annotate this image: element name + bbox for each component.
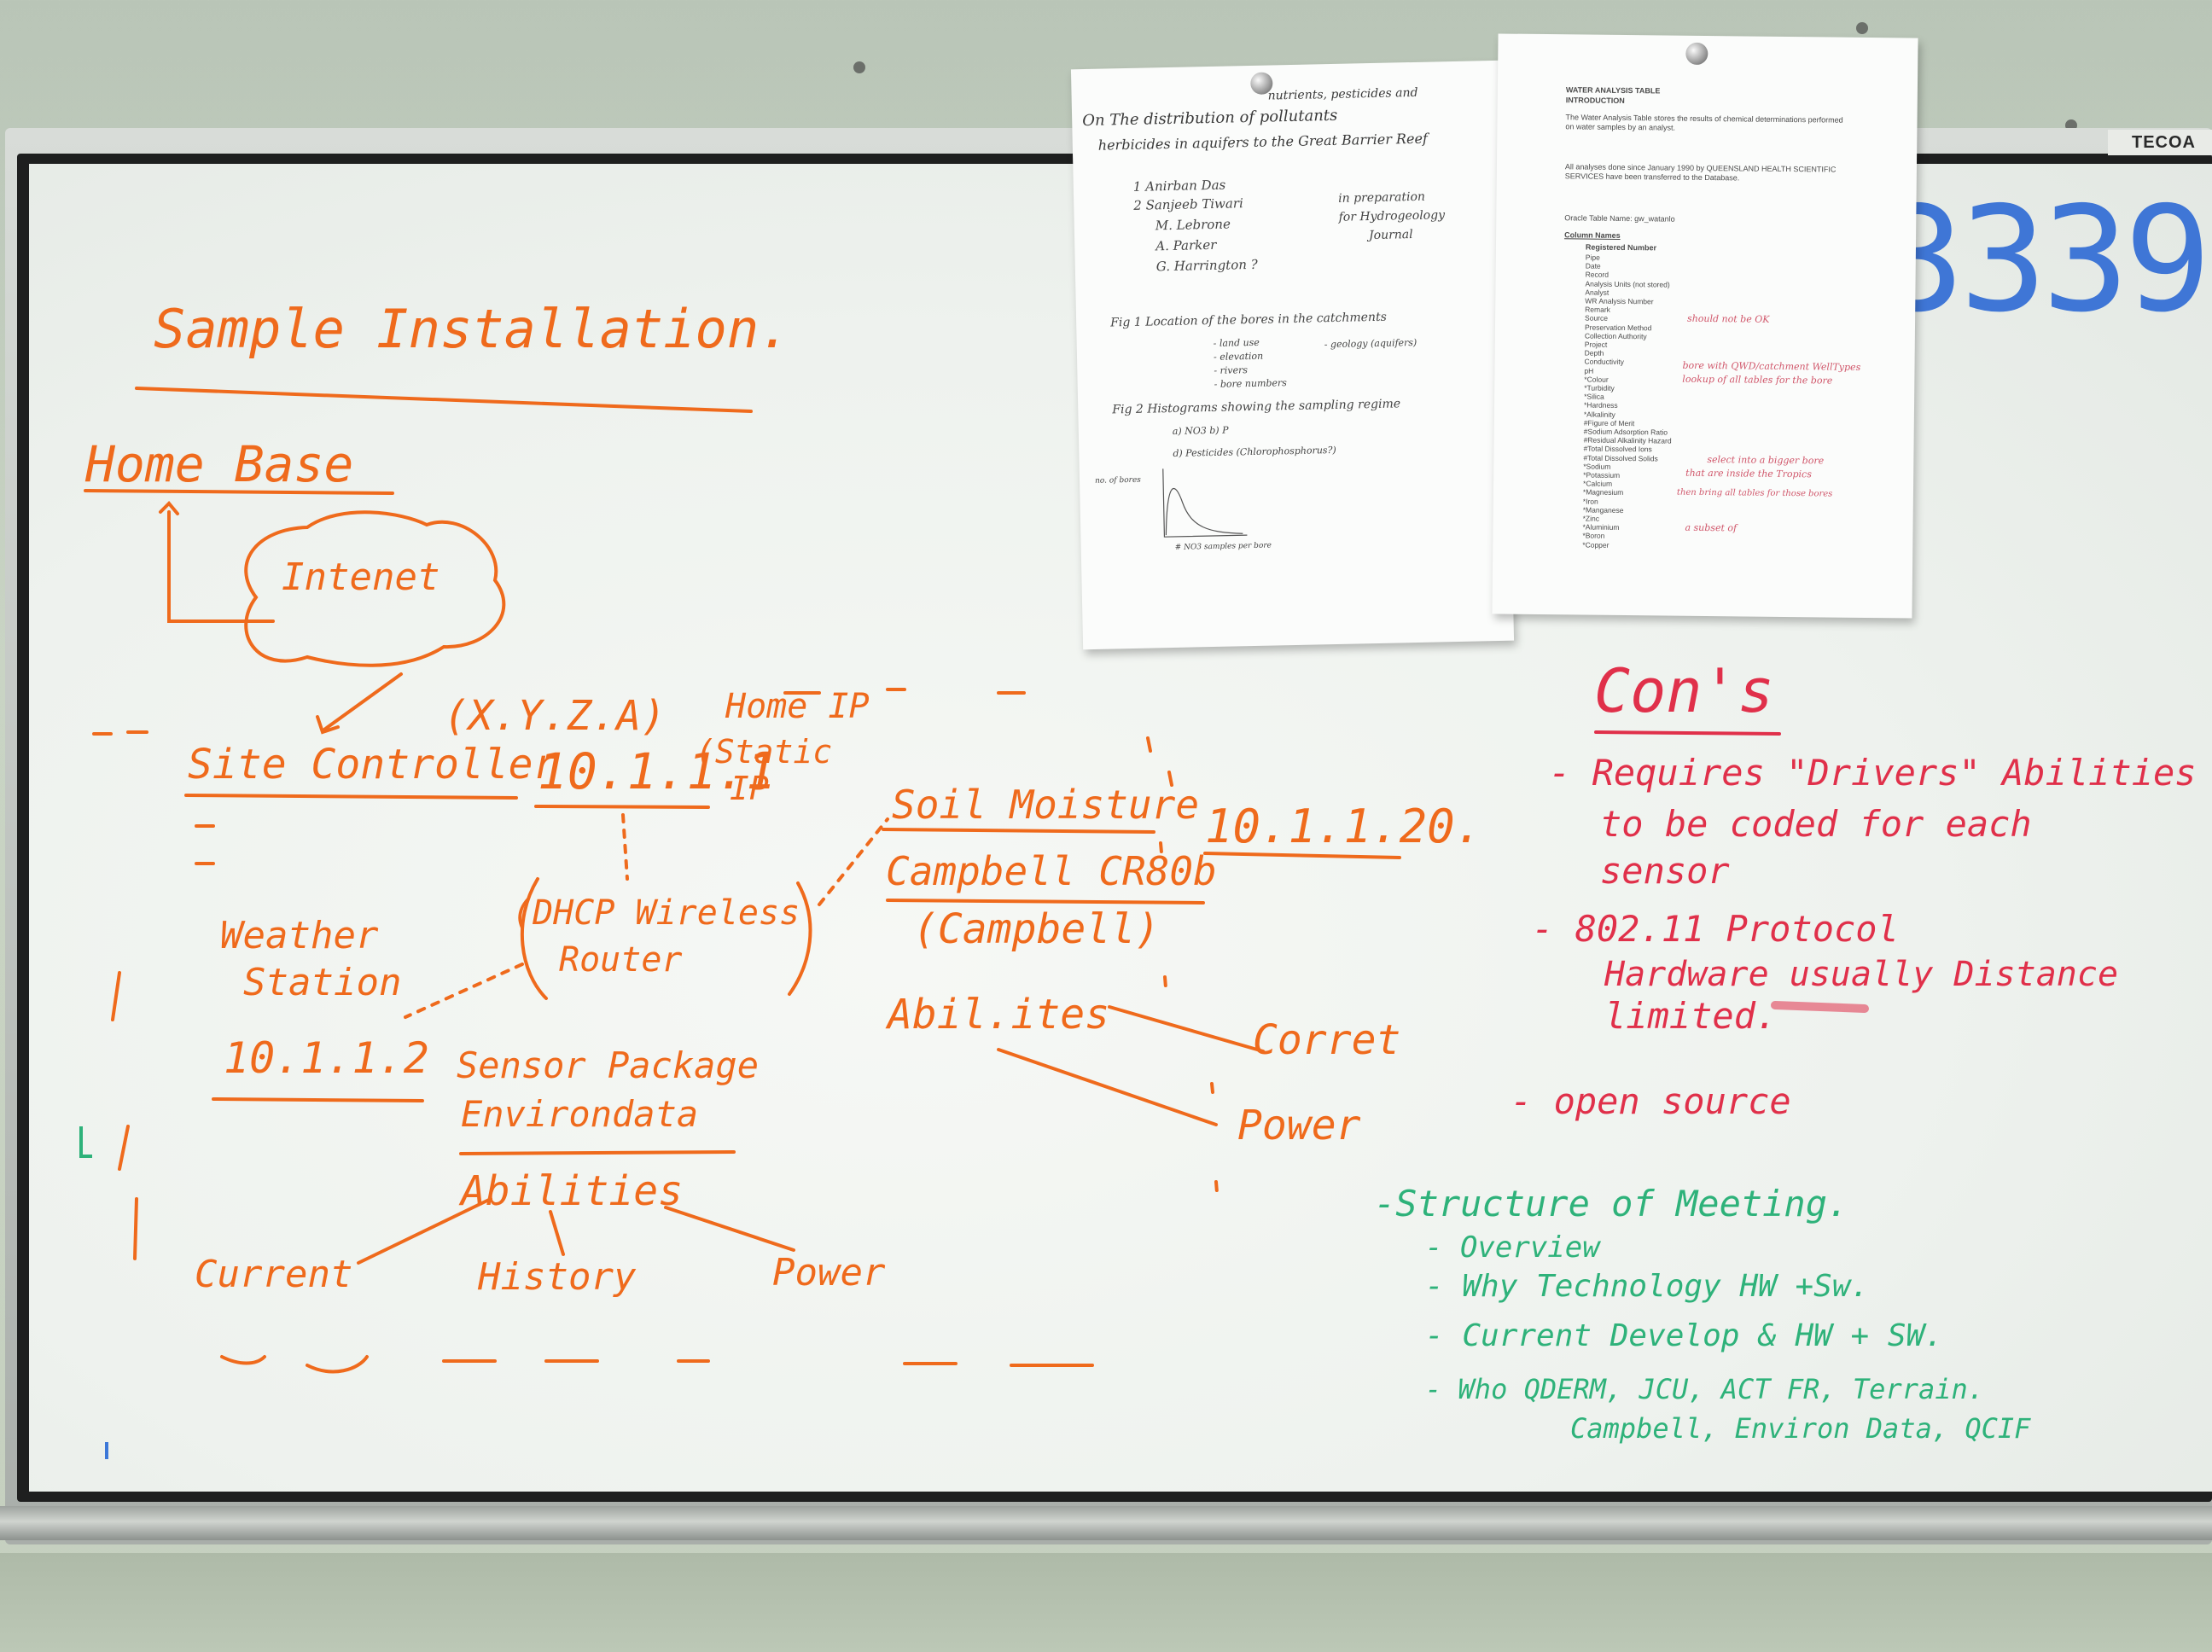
history-label: History — [478, 1255, 637, 1299]
doc-column-item: Registered Number — [1585, 242, 1657, 253]
wall-tack — [1856, 22, 1868, 34]
soil-moisture-label: Soil Moisture — [892, 782, 1200, 828]
paper-fig-item: - bore numbers — [1214, 377, 1288, 390]
doc-paragraph: The Water Analysis Table stores the resu… — [1565, 113, 1843, 132]
doc-red-annotation: should not be OK — [1687, 312, 1770, 325]
paper-author: 2 Sanjeeb Tiwari — [1133, 195, 1243, 213]
cons-item: Hardware usually Distance — [1604, 955, 2119, 994]
paper-fig-item: - land use — [1213, 336, 1260, 349]
static-ip-label: IP — [730, 770, 769, 807]
cons-item: sensor — [1600, 850, 1730, 892]
doc-column-header: Column Names — [1564, 230, 1621, 240]
doc-column-item: *Copper — [1582, 540, 1610, 550]
paper-fig-item: a) NO3 b) P — [1172, 424, 1229, 437]
power-label: Power — [772, 1251, 886, 1294]
paper-axis-label: no. of bores — [1094, 475, 1141, 486]
wall-floor-shadow — [0, 1553, 2212, 1652]
xyza-label: (X.Y.Z.A) — [444, 692, 667, 740]
home-ip-label: Home IP — [725, 687, 870, 726]
campbell-model-label: Campbell CR80b — [886, 848, 1217, 894]
meeting-item: - Who QDERM, JCU, ACT FR, Terrain. — [1425, 1373, 1985, 1405]
weather-ip-label: 10.1.1.2 — [224, 1033, 429, 1083]
meeting-item: - Why Technology HW +Sw. — [1425, 1269, 1870, 1304]
abilities2-label: Abil.ites — [888, 991, 1110, 1038]
doc-oracle-name: Oracle Table Name: gw_watanlo — [1564, 213, 1675, 224]
doc-red-annotation: lookup of all tables for the bore — [1682, 373, 1833, 387]
paper-title-line: nutrients, pesticides and — [1267, 85, 1418, 103]
current-label: Current — [195, 1253, 353, 1296]
cons-item: to be coded for each — [1600, 803, 2032, 845]
doc-red-annotation: a subset of — [1685, 521, 1738, 534]
paper-title-line: herbicides in aquifers to the Great Barr… — [1097, 130, 1429, 154]
paper-fig-item: - elevation — [1213, 350, 1264, 363]
paper-note: in preparation — [1338, 189, 1426, 206]
doc-column-item: Depth — [1584, 348, 1604, 358]
doc-red-annotation: then bring all tables for those bores — [1676, 487, 1833, 499]
cons-item: - open source — [1511, 1080, 1791, 1122]
paper-author: G. Harrington ? — [1155, 256, 1258, 275]
site-controller-label: Site Controller — [188, 741, 558, 788]
doc-red-annotation: bore with QWD/catchment WellTypes — [1682, 359, 1861, 373]
doc-heading: WATER ANALYSIS TABLE — [1565, 85, 1661, 96]
soil-ip-label: 10.1.1.20. — [1205, 800, 1483, 853]
paper-note: for Hydrogeology — [1338, 208, 1446, 224]
campbell-label: (Campbell) — [913, 905, 1160, 953]
pinned-paper-notes: On The distribution of pollutants nutrie… — [1070, 60, 1515, 650]
cons-item: - 802.11 Protocol — [1532, 908, 1899, 950]
doc-column-item: *Iron — [1582, 497, 1598, 506]
sensor-label-1: Sensor Package — [457, 1044, 760, 1086]
paper-author: A. Parker — [1155, 236, 1217, 254]
home-base-label: Home Base — [85, 435, 354, 493]
paper-title-line: On The distribution of pollutants — [1081, 106, 1338, 131]
paper-fig-caption: Fig 1 Location of the bores in the catch… — [1109, 310, 1387, 330]
meeting-title: -Structure of Meeting. — [1374, 1183, 1849, 1224]
big-number: 3339 — [1877, 176, 2211, 345]
doc-red-annotation: that are inside the Tropics — [1685, 467, 1812, 480]
current2-label: Corret — [1253, 1016, 1401, 1064]
internet-label: Intenet — [282, 556, 440, 599]
static-label: (Static — [696, 733, 833, 771]
abilities-label: Abilities — [461, 1167, 684, 1215]
router-label-1: (DHCP Wireless — [512, 893, 800, 933]
power2-label: Power — [1237, 1102, 1361, 1149]
paper-histogram-sketch — [1162, 468, 1248, 538]
cons-title: Con's — [1594, 656, 1774, 726]
pinned-paper-table-doc: WATER ANALYSIS TABLE INTRODUCTION The Wa… — [1492, 33, 1918, 619]
wall-tack — [853, 61, 865, 73]
pushpin-icon — [1685, 42, 1708, 66]
brand-label: TECOA — [2108, 130, 2212, 155]
marker-tray — [0, 1506, 2212, 1540]
doc-column-item: pH — [1584, 366, 1594, 375]
paper-note: Journal — [1368, 228, 1413, 243]
paper-fig-item: d) Pesticides (Chlorophosphorus?) — [1173, 444, 1336, 459]
doc-heading: INTRODUCTION — [1565, 96, 1625, 105]
weather-label-2: Station — [243, 961, 402, 1004]
weather-label-1: Weather — [220, 914, 379, 957]
paper-fig-caption: Fig 2 Histograms showing the sampling re… — [1112, 397, 1401, 417]
sensor-label-2: Environdata — [461, 1093, 699, 1135]
doc-paragraph: All analyses done since January 1990 by … — [1564, 162, 1837, 183]
paper-author: 1 Anirban Das — [1132, 177, 1226, 195]
diagram-title: Sample Installation. — [154, 298, 791, 360]
doc-column-item: *Zinc — [1582, 514, 1600, 523]
paper-fig-item: - geology (aquifers) — [1324, 336, 1417, 351]
meeting-item: - Current Develop & HW + SW. — [1425, 1318, 1943, 1353]
cons-item: - Requires "Drivers" Abilities — [1549, 752, 2197, 794]
doc-column-item: Date — [1585, 261, 1601, 270]
paper-author: M. Lebrone — [1155, 216, 1231, 234]
doc-column-item: Pipe — [1585, 253, 1600, 262]
router-label-2: Router — [559, 940, 683, 980]
paper-fig-item: - rivers — [1214, 364, 1249, 376]
site-ip-label: 10.1.1.1 — [538, 742, 777, 800]
doc-red-annotation: select into a bigger bore — [1707, 454, 1825, 467]
cons-item: limited. — [1604, 995, 1778, 1037]
meeting-item: - Overview — [1425, 1230, 1600, 1265]
doc-column-item: *Silica — [1584, 392, 1604, 401]
meeting-item: Campbell, Environ Data, QCIF — [1570, 1412, 2031, 1445]
